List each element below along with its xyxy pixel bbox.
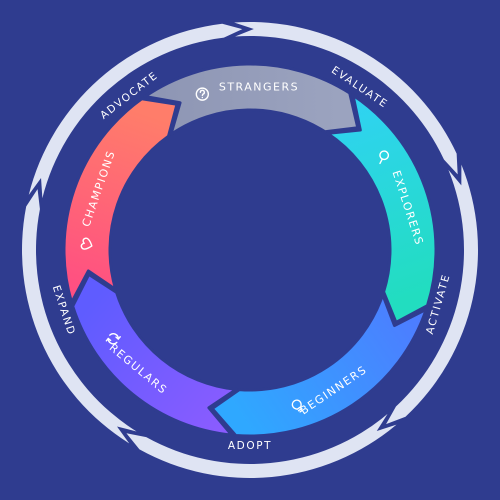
magnifier-icon	[379, 150, 390, 165]
segment-explorers	[325, 93, 438, 324]
outer-arc-4	[22, 189, 137, 444]
segment-strangers	[143, 62, 360, 136]
segment-champions	[62, 97, 179, 305]
outer-arc-2	[386, 164, 479, 425]
heart-icon	[80, 237, 93, 250]
outer-stage-label-adopt: ADOPT	[228, 440, 272, 452]
refresh-cycle-icon	[105, 333, 121, 345]
segment-regulars	[71, 272, 238, 437]
question-circle-icon	[195, 87, 210, 101]
segment-label-strangers: STRANGERS	[219, 81, 299, 94]
outer-arc-3	[126, 413, 397, 479]
outer-arc-1	[234, 22, 458, 175]
outer-arc-5	[28, 23, 243, 199]
outer-ring	[22, 22, 479, 479]
segment-beginners	[210, 293, 428, 438]
lightbulb-icon	[291, 399, 303, 413]
segment-ring	[62, 62, 438, 438]
